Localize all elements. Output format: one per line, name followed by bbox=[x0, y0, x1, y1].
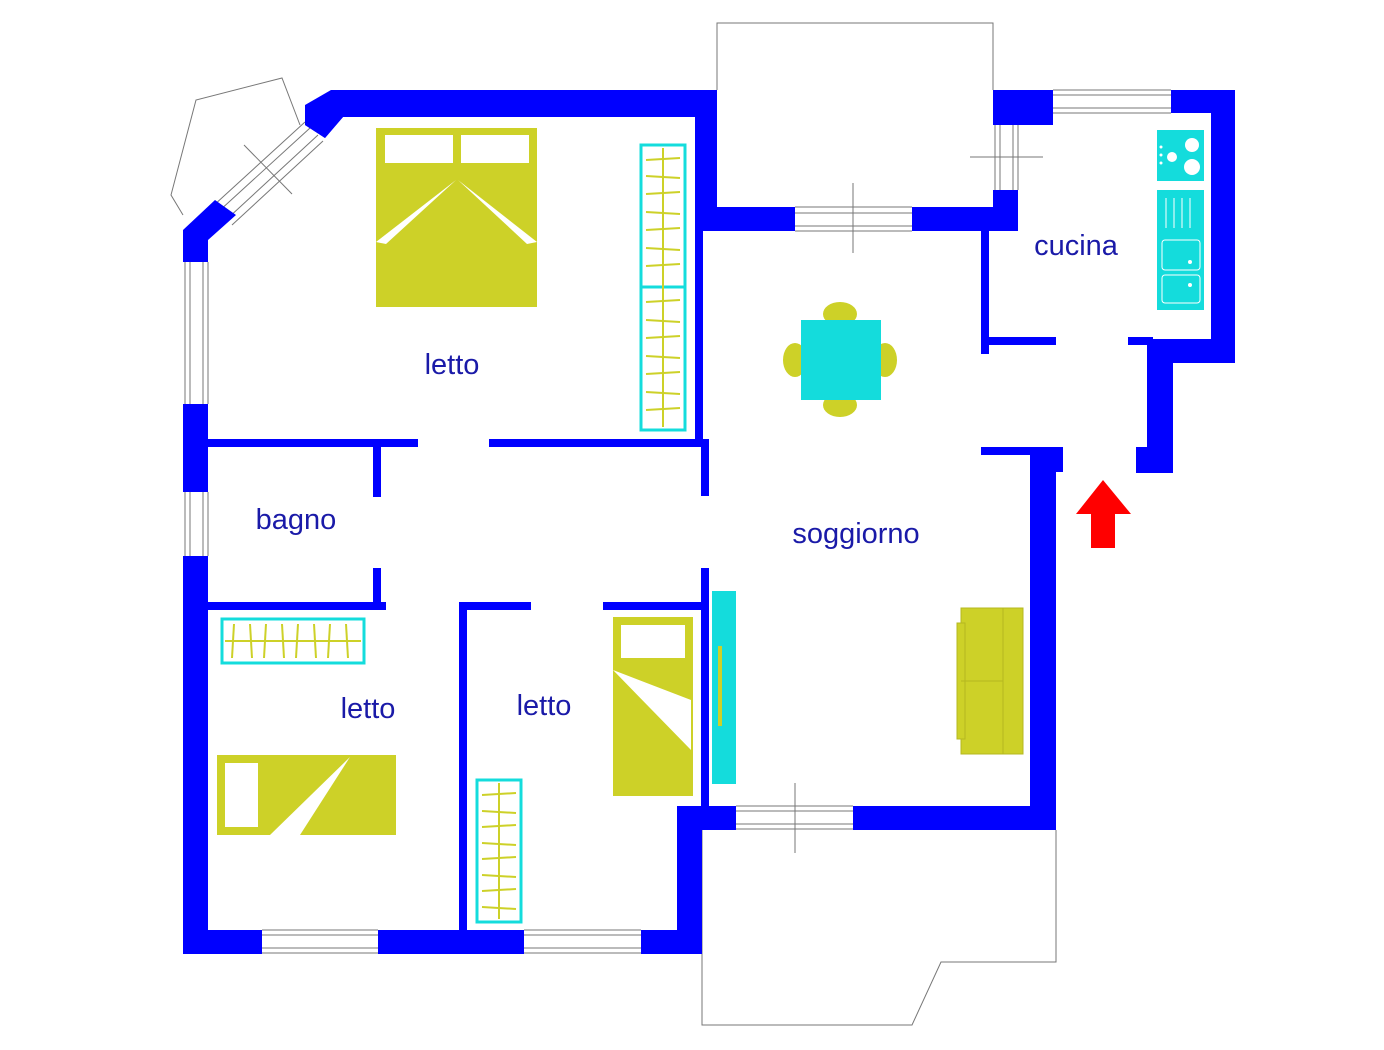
single-bed-left bbox=[217, 755, 396, 835]
wall-entry-right-stub bbox=[1056, 447, 1063, 472]
bay-window-balcony bbox=[170, 77, 301, 216]
wall-top-corner bbox=[305, 90, 343, 138]
kitchen-sink bbox=[1157, 190, 1204, 310]
wall-entry-foot bbox=[1136, 447, 1173, 473]
walls bbox=[183, 90, 1235, 954]
wall-kitchen-bottom-a bbox=[981, 337, 1056, 345]
wall-entry-top bbox=[981, 447, 1063, 455]
double-bed bbox=[376, 128, 537, 307]
room-label-kitchen: cucina bbox=[1034, 230, 1119, 262]
stove bbox=[1157, 130, 1204, 181]
single-bed-middle bbox=[613, 617, 693, 796]
wall-balcony-top-left bbox=[695, 207, 795, 231]
room-label-bathroom: bagno bbox=[256, 504, 337, 536]
wall-corridor-right-upper bbox=[701, 439, 709, 496]
wall-living-bottom-a bbox=[677, 806, 736, 830]
wall-left-1 bbox=[183, 404, 208, 492]
wall-kitchen-small bbox=[993, 190, 1018, 231]
wall-living-left-upper bbox=[695, 231, 703, 447]
wall-bay-left bbox=[183, 200, 236, 262]
wall-kitchen-right bbox=[1211, 90, 1235, 363]
wall-right-lower-step bbox=[677, 806, 702, 954]
window-bottom-left bbox=[262, 929, 378, 954]
wall-top-left bbox=[305, 90, 717, 138]
wall-living-right bbox=[1030, 447, 1056, 830]
wardrobe-middle-bedroom bbox=[475, 778, 523, 924]
wall-bath-bottom bbox=[208, 602, 386, 610]
wardrobe-master bbox=[639, 143, 687, 432]
room-label-master-bedroom: letto bbox=[425, 349, 480, 381]
window-top-living bbox=[795, 183, 912, 253]
tv-cabinet bbox=[712, 591, 736, 784]
wall-kitchen-top-left bbox=[993, 90, 1053, 125]
window-living-bottom bbox=[736, 783, 853, 853]
wall-bedroom-divider-right bbox=[489, 439, 709, 447]
wall-bath-right-lower bbox=[373, 568, 381, 608]
wall-bedroom-mid-left bbox=[459, 602, 467, 930]
wall-bedroom-mid-top-a bbox=[459, 602, 531, 610]
wall-left-2 bbox=[183, 556, 208, 954]
window-bathroom bbox=[184, 492, 209, 556]
window-bottom-middle bbox=[524, 929, 641, 954]
wall-bottom-1 bbox=[183, 930, 262, 954]
room-label-living-room: soggiorno bbox=[792, 518, 919, 550]
entrance-arrow-icon bbox=[1076, 480, 1131, 548]
wall-kitchen-left bbox=[981, 231, 989, 354]
wall-bottom-2 bbox=[378, 930, 524, 954]
wall-bedroom-mid-top-b bbox=[603, 602, 701, 610]
window-kitchen-top bbox=[1053, 89, 1171, 114]
wall-living-bottom-b bbox=[853, 806, 1056, 830]
window-bay bbox=[212, 121, 324, 226]
room-label-bedroom-left: letto bbox=[341, 693, 396, 725]
top-balcony bbox=[716, 22, 994, 90]
wall-bedroom-divider-left bbox=[208, 439, 418, 447]
dining-table bbox=[783, 302, 897, 417]
windows bbox=[184, 89, 1171, 954]
window-kitchen-balcony bbox=[970, 125, 1043, 190]
bottom-terrace bbox=[701, 830, 1057, 1026]
sofa bbox=[956, 607, 1024, 755]
wall-corridor-right-lower bbox=[701, 568, 709, 806]
wardrobe-left-bedroom bbox=[220, 617, 366, 665]
wall-kitchen-bottom-b bbox=[1128, 337, 1153, 345]
window-left-bedroom-side bbox=[184, 262, 209, 404]
wall-bath-right-upper bbox=[373, 447, 381, 497]
balconies bbox=[170, 22, 1057, 1026]
wall-bedroom-right bbox=[695, 90, 717, 230]
room-label-bedroom-middle: letto bbox=[517, 690, 572, 722]
